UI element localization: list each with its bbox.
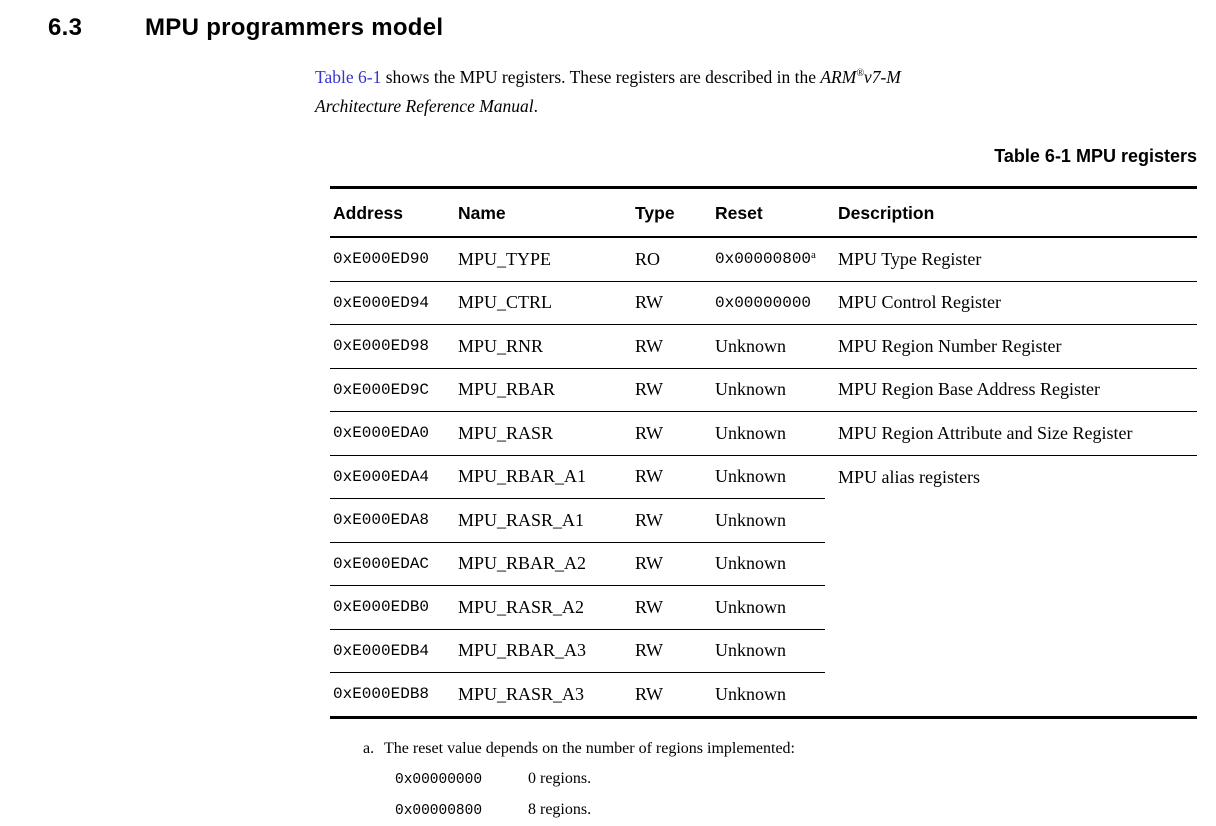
name-cell: MPU_RBAR_A1 bbox=[458, 455, 635, 499]
description-cell: MPU Region Number Register bbox=[825, 324, 1197, 369]
table-caption: Table 6-1 MPU registers bbox=[994, 146, 1197, 166]
address-cell: 0xE000ED90 bbox=[330, 237, 458, 282]
type-cell: RW bbox=[635, 542, 715, 586]
name-cell: MPU_RASR_A3 bbox=[458, 683, 585, 704]
section-heading: 6.3 MPU programmers model bbox=[48, 13, 443, 43]
footnote-item-value: 0x00000000 bbox=[395, 772, 483, 788]
column-header-description: Description bbox=[825, 187, 1197, 238]
address-cell: 0xE000EDA4 bbox=[330, 455, 458, 499]
table-6-1-link[interactable]: Table 6-1 bbox=[315, 67, 382, 87]
column-header-address: Address bbox=[330, 187, 458, 238]
description-cell: MPU alias registers bbox=[838, 466, 980, 487]
type-cell: RW bbox=[635, 411, 715, 456]
description-cell: MPU Region Attribute and Size Register bbox=[825, 411, 1197, 456]
column-header-reset: Reset bbox=[715, 187, 825, 238]
footnote-item: 0x00000800 8 regions. bbox=[395, 795, 795, 826]
type-cell: RW bbox=[635, 585, 715, 630]
address-cell: 0xE000EDAC bbox=[330, 542, 458, 586]
reset-cell: Unknown bbox=[715, 411, 825, 456]
footnote-line: a. The reset value depends on the number … bbox=[363, 734, 795, 764]
footnote-item-value: 0x00000800 bbox=[395, 803, 483, 819]
mpu-registers-table: Address Name Type Reset Description 0xE0… bbox=[330, 186, 1197, 719]
footnote-text: The reset value depends on the number of… bbox=[384, 740, 795, 757]
address-cell: 0xE000ED98 bbox=[330, 324, 458, 369]
description-cell: MPU Region Base Address Register bbox=[825, 368, 1197, 412]
reset-cell: Unknown bbox=[715, 683, 786, 704]
paragraph-segment: shows the MPU registers. These registers… bbox=[381, 67, 821, 87]
address-cell: 0xE000EDB4 bbox=[330, 629, 458, 673]
type-cell: RW bbox=[635, 683, 664, 704]
type-cell: RW bbox=[635, 455, 715, 499]
paragraph-segment: v7-M Architecture Reference Manual bbox=[315, 67, 901, 116]
reset-cell: Unknown bbox=[715, 585, 825, 630]
column-header-name: Name bbox=[458, 187, 635, 238]
name-cell: MPU_RASR bbox=[458, 411, 635, 456]
section-number: 6.3 bbox=[48, 14, 83, 41]
reset-cell: Unknown bbox=[715, 324, 825, 369]
footnote-item: 0x00000000 0 regions. bbox=[395, 764, 795, 795]
address-cell: 0xE000EDB0 bbox=[330, 585, 458, 630]
type-cell: RW bbox=[635, 281, 715, 325]
type-cell: RW bbox=[635, 368, 715, 412]
reset-cell: 0x00000800a bbox=[715, 237, 825, 282]
paragraph-segment: ® bbox=[856, 68, 864, 79]
footnote-item-meaning: 0 regions. bbox=[528, 770, 592, 787]
reset-cell: Unknown bbox=[715, 368, 825, 412]
reset-cell: Unknown bbox=[715, 542, 825, 586]
name-cell: MPU_RASR_A1 bbox=[458, 498, 635, 543]
intro-paragraph: Table 6-1 shows the MPU registers. These… bbox=[315, 63, 949, 121]
name-cell: MPU_RBAR_A3 bbox=[458, 629, 635, 673]
footnote-ref: a bbox=[811, 249, 816, 262]
description-cell: MPU Control Register bbox=[825, 281, 1197, 325]
address-cell: 0xE000EDA0 bbox=[330, 411, 458, 456]
footnote-items: 0x00000000 0 regions. 0x00000800 8 regions. bbox=[395, 764, 795, 826]
name-cell: MPU_TYPE bbox=[458, 237, 635, 282]
name-cell: MPU_RASR_A2 bbox=[458, 585, 635, 630]
name-cell: MPU_RBAR_A2 bbox=[458, 542, 635, 586]
paragraph-segment: ARM bbox=[820, 67, 857, 87]
address-cell: 0xE000ED9C bbox=[330, 368, 458, 412]
reset-cell: 0x00000000 bbox=[715, 281, 825, 325]
footnote: a. The reset value depends on the number … bbox=[363, 734, 795, 826]
address-cell: 0xE000EDB8 bbox=[333, 685, 430, 704]
reset-cell: Unknown bbox=[715, 498, 825, 543]
paragraph-segment: . bbox=[533, 96, 539, 116]
name-cell: MPU_RBAR bbox=[458, 368, 635, 412]
type-cell: RO bbox=[635, 237, 715, 282]
reset-cell: Unknown bbox=[715, 455, 825, 499]
address-cell: 0xE000EDA8 bbox=[330, 498, 458, 543]
type-cell: RW bbox=[635, 324, 715, 369]
table-row: 0xE000EDB8 MPU_RASR_A3 RW Unknown bbox=[330, 673, 1197, 718]
description-cell: MPU Type Register bbox=[825, 237, 1197, 282]
address-cell: 0xE000ED94 bbox=[330, 281, 458, 325]
name-cell: MPU_CTRL bbox=[458, 281, 635, 325]
reset-cell: Unknown bbox=[715, 629, 825, 673]
column-header-type: Type bbox=[635, 187, 715, 238]
footnote-marker: a. bbox=[363, 740, 375, 757]
name-cell: MPU_RNR bbox=[458, 324, 635, 369]
type-cell: RW bbox=[635, 629, 715, 673]
footnote-item-meaning: 8 regions. bbox=[528, 801, 592, 818]
table-header-row: Address Name Type Reset Description bbox=[330, 187, 1197, 238]
section-title: MPU programmers model bbox=[145, 14, 444, 41]
type-cell: RW bbox=[635, 498, 715, 543]
